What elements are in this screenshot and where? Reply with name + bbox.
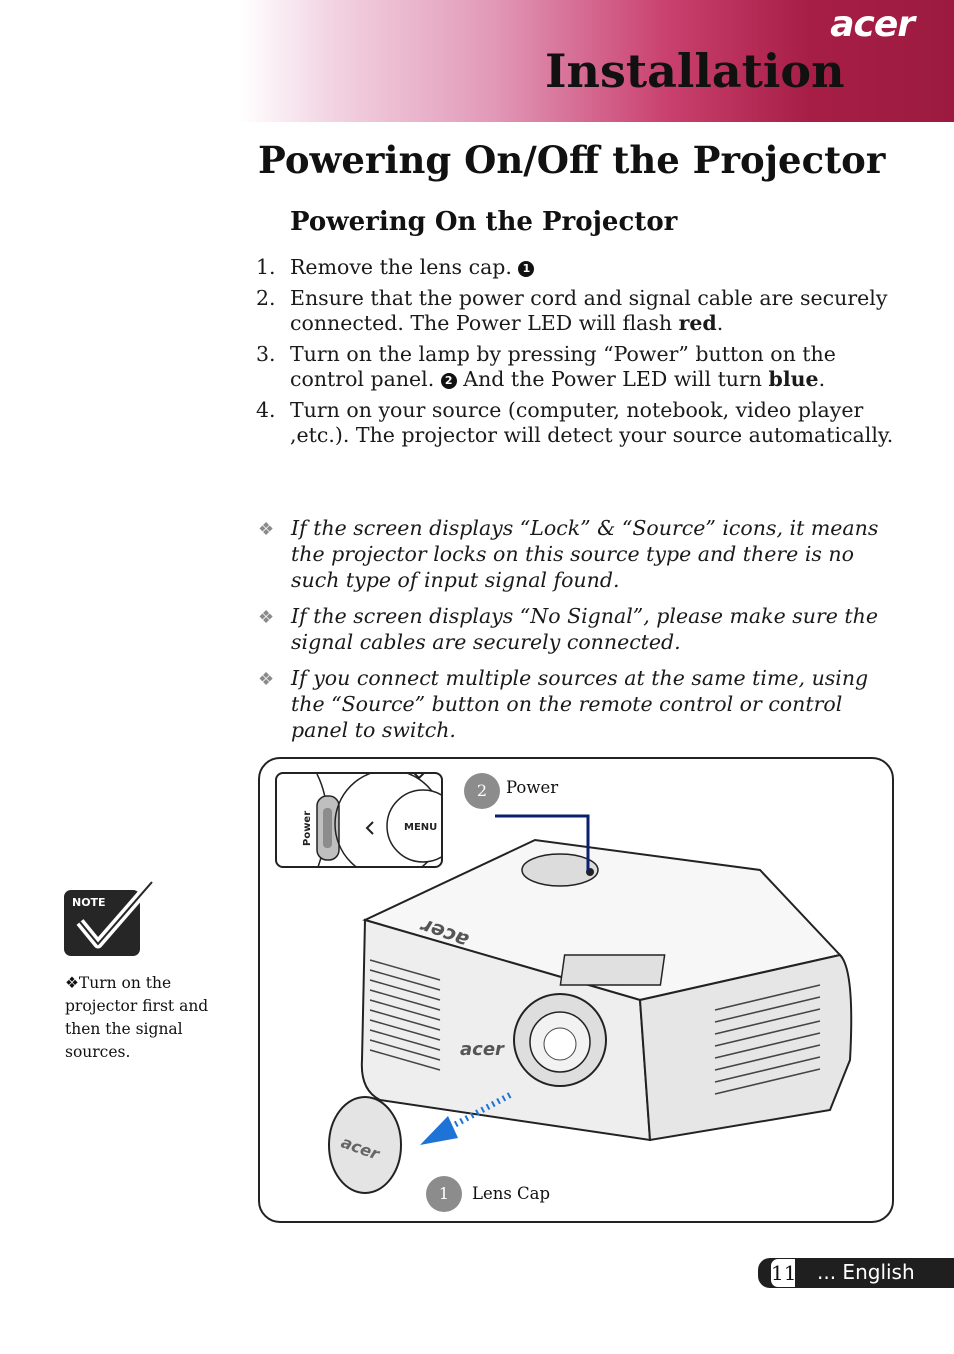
note-text: If you connect multiple sources at the s… xyxy=(291,666,869,742)
left-vent xyxy=(369,959,441,1071)
front-logo: acer xyxy=(460,1039,505,1060)
step-text: Ensure that the power cord and signal ca… xyxy=(290,286,888,335)
section-title: Powering On/Off the Projector xyxy=(258,138,886,182)
acer-logo: acer xyxy=(830,4,915,45)
header-band: acer xyxy=(240,0,954,122)
figure-frame xyxy=(258,757,894,1223)
step-text: Turn on the lamp by pressing “Power” but… xyxy=(290,342,836,391)
step-emphasis: blue xyxy=(768,367,819,391)
projector-illustration: acer acer acer xyxy=(328,838,853,1194)
lens-core xyxy=(543,1027,577,1061)
note-badge-label: NOTE xyxy=(72,896,106,909)
callout-lens-number: 1 xyxy=(426,1176,462,1212)
callout-marker-icon: 2 xyxy=(440,373,457,389)
diamond-bullet-icon: ❖ xyxy=(258,607,275,628)
step-number: 3. xyxy=(256,342,276,366)
subsection-title: Powering On the Projector xyxy=(290,207,678,237)
projector-side xyxy=(638,953,853,1142)
step-emphasis: red xyxy=(678,311,717,335)
footer-language: ... English xyxy=(817,1260,915,1284)
page-number: 11 xyxy=(770,1258,796,1288)
remove-arrow-icon xyxy=(420,1092,512,1145)
callout-power-number: 2 xyxy=(464,773,500,809)
note-item: ❖ If the screen displays “Lock” & “Sourc… xyxy=(258,515,898,593)
callout-marker-icon: 1 xyxy=(518,261,535,277)
control-panel-illustration: Power MENU xyxy=(302,774,441,866)
step-text-end: . xyxy=(716,311,724,335)
step-text: Turn on your source (computer, notebook,… xyxy=(290,398,894,447)
control-pad xyxy=(521,853,599,887)
step-item: 3. Turn on the lamp by pressing “Power” … xyxy=(256,342,906,392)
projector-front xyxy=(360,918,652,1142)
power-callout-line xyxy=(495,814,590,872)
control-panel-inset: Power MENU xyxy=(275,772,443,868)
note-text: If the screen displays “No Signal”, plea… xyxy=(291,604,878,654)
callout-power-label: Power xyxy=(506,778,559,797)
zoom-ring-housing xyxy=(559,954,666,986)
step-item: 1. Remove the lens cap. 1 xyxy=(256,255,906,280)
lens-cap xyxy=(328,1096,402,1194)
step-item: 4. Turn on your source (computer, notebo… xyxy=(256,398,906,448)
step-item: 2. Ensure that the power cord and signal… xyxy=(256,286,906,336)
inset-menu-label: MENU xyxy=(404,822,437,833)
diamond-bullet-icon: ❖ xyxy=(258,669,275,690)
page-heading: Installation xyxy=(545,44,845,98)
callout-lens-label: Lens Cap xyxy=(472,1184,551,1203)
step-text-mid: And the Power LED will turn xyxy=(456,367,769,391)
step-text: Remove the lens cap. xyxy=(290,255,512,279)
steps-list: 1. Remove the lens cap. 1 2. Ensure that… xyxy=(256,255,906,454)
step-number: 4. xyxy=(256,398,276,422)
side-vent xyxy=(714,984,821,1095)
sidebar-note-text: ❖Turn on the projector first and then th… xyxy=(65,974,209,1061)
step-number: 2. xyxy=(256,286,276,310)
step-text-end: . xyxy=(818,367,826,391)
note-item: ❖ If you connect multiple sources at the… xyxy=(258,665,898,743)
diamond-bullet-icon: ❖ xyxy=(258,519,275,540)
note-item: ❖ If the screen displays “No Signal”, pl… xyxy=(258,603,898,655)
note-badge-icon: NOTE xyxy=(64,879,156,956)
step-number: 1. xyxy=(256,255,276,279)
notes-list: ❖ If the screen displays “Lock” & “Sourc… xyxy=(258,515,898,753)
inset-power-label: Power xyxy=(302,811,313,846)
note-text: If the screen displays “Lock” & “Source”… xyxy=(291,516,879,592)
